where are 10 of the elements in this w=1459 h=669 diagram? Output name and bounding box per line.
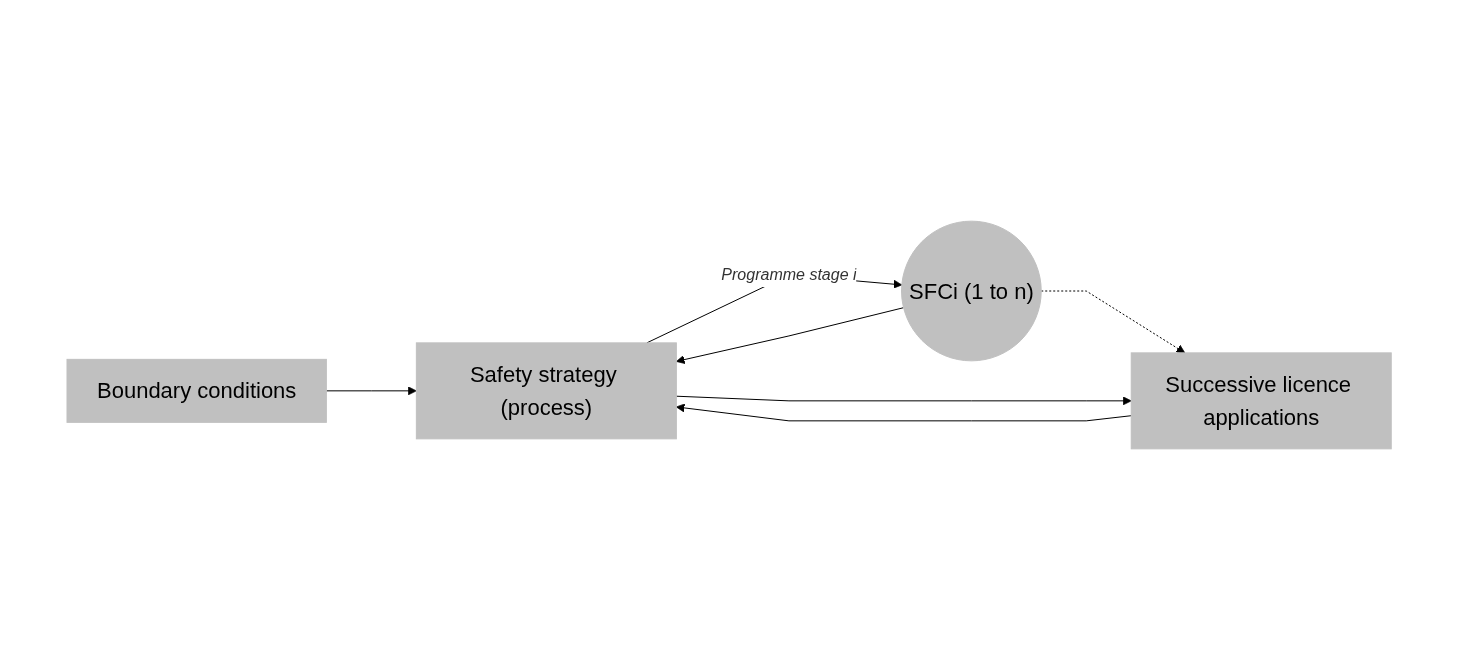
arrow xyxy=(676,306,905,364)
arrow xyxy=(676,403,1133,421)
edge-label: Programme stage i xyxy=(721,265,857,283)
node-box: Boundary conditions xyxy=(66,358,328,423)
arrow xyxy=(676,395,1132,405)
node-box: Successive licence applications xyxy=(1131,351,1393,449)
node-box: Safety strategy (process) xyxy=(416,341,678,439)
node-circle: SFCi (1 to n) xyxy=(901,220,1043,361)
arrow xyxy=(326,385,418,395)
arrow xyxy=(1041,290,1186,353)
